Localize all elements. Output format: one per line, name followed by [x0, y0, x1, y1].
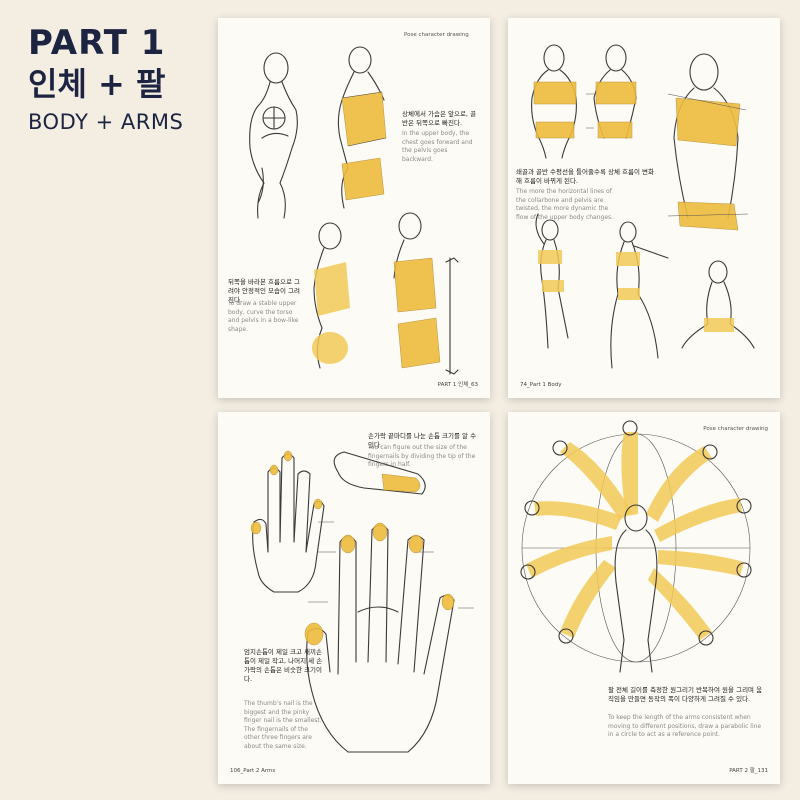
nail-pinky-small [313, 498, 323, 510]
note-english: To keep the length of the arms consisten… [608, 714, 762, 738]
arm-circle-illustration [520, 420, 752, 673]
korean-title: 인체 + 팔 [28, 65, 166, 103]
page-header: Pose character drawing [703, 426, 768, 432]
nail-ring-large [408, 534, 424, 554]
dancer-chest-1 [538, 250, 562, 264]
note-english: The more the horizontal lines of the col… [516, 188, 614, 221]
back-pelvis-block [312, 332, 348, 364]
page-arms-circle: Pose character drawing 팔 전체 길이를 측정한 원그리기… [508, 412, 780, 784]
nail-index-small [269, 464, 279, 476]
note-korean-2: 뒤쪽을 바라본 흐름으로 그려야 안정적인 모습이 그려진다. [228, 278, 300, 304]
twisted-chest [675, 97, 741, 147]
dancer-pelvis-1 [542, 280, 564, 292]
pelvis-band-2 [597, 121, 633, 139]
chest-block [341, 91, 387, 147]
nail-pinky-large [441, 593, 455, 611]
dancer-pelvis-3 [704, 318, 734, 332]
hand-illustration [250, 450, 474, 753]
side-chest-block [393, 257, 437, 313]
twisted-pelvis [677, 201, 739, 231]
note-korean: 팔 전체 길이를 측정한 원그리기 반복하여 원을 그리며 움직임을 만들면 동… [608, 686, 763, 703]
twist-illustration [531, 44, 755, 369]
heading-block: PART 1 인체 + 팔 BODY + ARMS [28, 24, 183, 138]
chest-band-1 [533, 81, 577, 105]
part-label: PART 1 [28, 23, 166, 63]
side-pelvis-block [397, 317, 441, 369]
fingertip-nail [381, 473, 421, 493]
dancer-chest-2 [616, 252, 640, 266]
back-chest-block [314, 262, 350, 316]
note-korean: 쇄골과 골반 수평선을 틀어줄수록 상체 흐름이 변화해 흐름이 바뀌게 된다. [516, 168, 654, 185]
note-english: You can figure out the size of the finge… [368, 444, 476, 468]
page-hands: 손가락 끝마디를 나눈 손톱 크기를 알 수 있다. You can figur… [218, 412, 490, 784]
note-english-2: To draw a stable upper body, curve the t… [228, 300, 299, 333]
nail-middle-small [283, 450, 293, 462]
page-footer: PART 2 팔_131 [729, 768, 768, 774]
note-korean: 상체에서 가슴은 앞으로, 골반은 뒤쪽으로 빠진다. [402, 110, 477, 127]
page-body-torso: Pose character drawing 상체에서 가슴은 앞으로, 골반은… [218, 18, 490, 398]
page-footer: PART 1 인체_63 [437, 382, 478, 388]
arm-fan [526, 432, 744, 640]
note-english: In the upper body, the chest goes forwar… [402, 130, 473, 163]
note-korean: 손가락 끝마디를 나눈 손톱 크기를 알 수 있다. [368, 432, 477, 449]
chest-band-2 [595, 81, 637, 105]
torso-illustration [249, 46, 459, 375]
dancer-pelvis-2 [618, 288, 640, 300]
nail-index-large [340, 534, 356, 554]
page-header: Pose character drawing [404, 32, 469, 38]
nail-middle-large [372, 522, 388, 542]
page-footer: 106_Part 2 Arms [230, 768, 276, 774]
page-body-twist: 쇄골과 골반 수평선을 틀어줄수록 상체 흐름이 변화해 흐름이 바뀌게 된다.… [508, 18, 780, 398]
note-korean-2: 엄지손톱이 제일 크고 새끼손톱이 제일 작고, 나머지 세 손가락의 손톱은 … [244, 648, 323, 683]
english-title: BODY + ARMS [28, 110, 184, 134]
nail-thumb-small [250, 521, 262, 535]
nail-thumb-large [304, 622, 324, 646]
pelvis-band-1 [535, 121, 575, 139]
note-english-2: The thumb's nail is the biggest and the … [244, 700, 322, 750]
pelvis-block [341, 157, 385, 201]
page-footer: 74_Part 1 Body [520, 382, 562, 388]
